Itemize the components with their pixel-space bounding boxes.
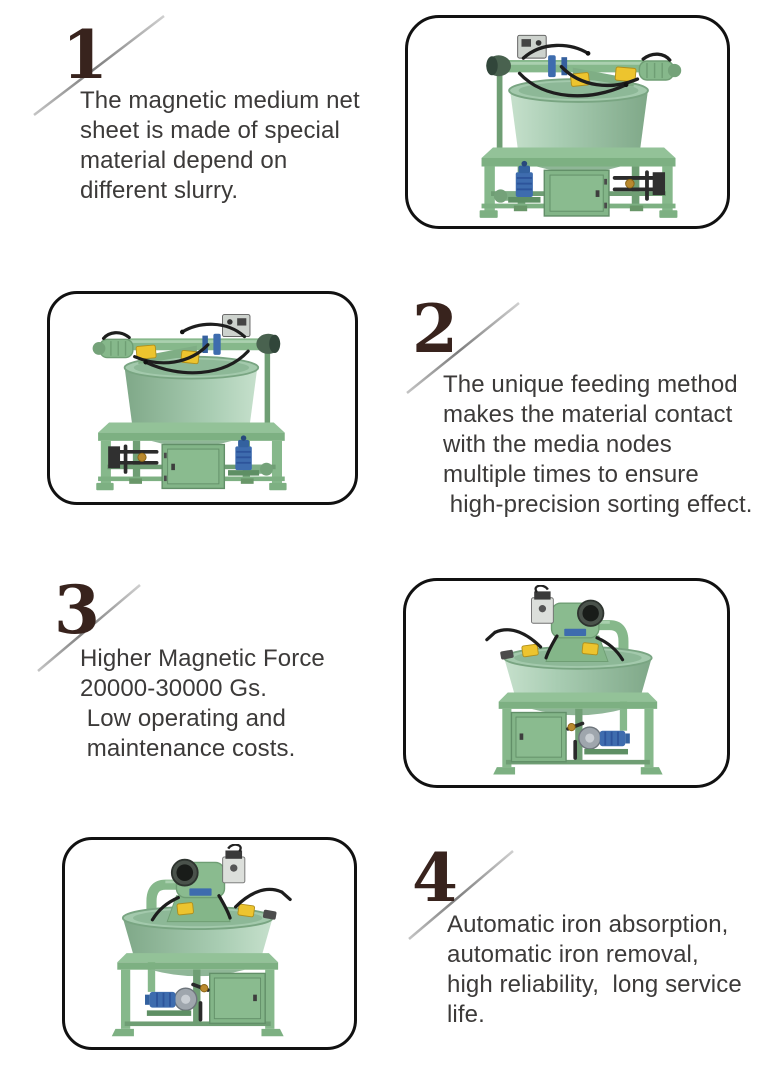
- feature-description-4: Automatic iron absorption, automatic iro…: [447, 911, 742, 1028]
- product-image-card-3: [403, 578, 730, 788]
- product-image-card-1: [405, 15, 730, 229]
- machine-photo-1: [478, 33, 684, 220]
- diagonal-slash-decoration: [406, 302, 520, 394]
- feature-description-2: The unique feeding method makes the mate…: [443, 371, 753, 518]
- feature-number-3: 3: [54, 571, 100, 649]
- product-image-card-2: [47, 291, 358, 505]
- feature-number-2: 2: [412, 290, 458, 368]
- feature-description-1: The magnetic medium net sheet is made of…: [80, 87, 360, 204]
- machine-photo-2: [90, 312, 289, 493]
- product-image-card-4: [62, 837, 357, 1050]
- machine-photo-4: [71, 844, 348, 1043]
- machine-photo-3: [412, 585, 720, 781]
- diagonal-slash-decoration: [37, 584, 141, 672]
- feature-number-4: 4: [412, 839, 458, 917]
- diagonal-slash-decoration: [408, 850, 514, 940]
- feature-number-1: 1: [62, 16, 108, 94]
- feature-description-3: Higher Magnetic Force 20000-30000 Gs. Lo…: [80, 645, 325, 762]
- diagonal-slash-decoration: [33, 15, 165, 116]
